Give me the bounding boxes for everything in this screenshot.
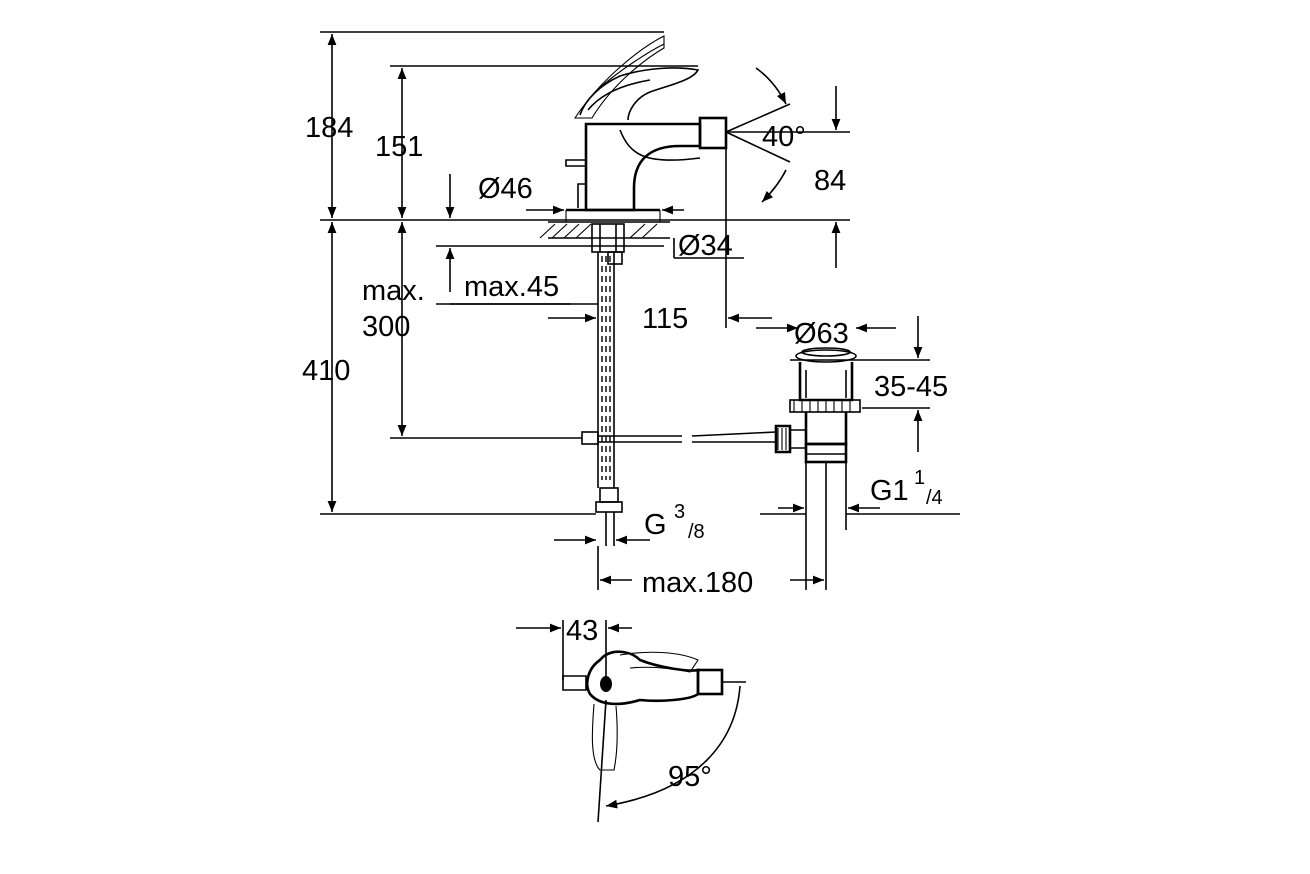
svg-text:3: 3: [674, 501, 685, 523]
label-95-degrees: 95°: [668, 761, 712, 793]
label-300: 300: [362, 311, 410, 343]
label-84: 84: [814, 165, 846, 197]
svg-text:G1: G1: [870, 475, 909, 507]
svg-text:/8: /8: [688, 521, 705, 543]
label-g1-1-4: G1 1 /4: [870, 467, 943, 509]
label-43: 43: [566, 615, 598, 647]
faucet-side-view: [539, 35, 777, 546]
label-max180: max.180: [642, 567, 753, 599]
pop-up-waste: [774, 347, 861, 590]
dimension-labels: 184 151 Ø46 Ø34 max. 300 max.45 115 Ø63 …: [302, 112, 948, 793]
faucet-top-view: [562, 620, 724, 771]
label-d34: Ø34: [678, 230, 733, 262]
svg-text:1: 1: [914, 467, 925, 489]
label-35-45: 35-45: [874, 371, 948, 403]
label-40-degrees: 40°: [762, 121, 806, 153]
label-max: max.: [362, 275, 425, 307]
label-d46: Ø46: [478, 173, 533, 205]
label-151: 151: [375, 131, 423, 163]
reference-lines: [320, 31, 960, 590]
label-410: 410: [302, 355, 350, 387]
label-max45: max.45: [464, 271, 559, 303]
label-115: 115: [642, 303, 688, 335]
svg-text:G: G: [644, 509, 667, 541]
label-g3-8: G 3 /8: [644, 501, 705, 543]
label-184: 184: [305, 112, 353, 144]
dimension-lines: [327, 34, 923, 823]
label-d63: Ø63: [794, 318, 849, 350]
svg-text:/4: /4: [926, 487, 943, 509]
